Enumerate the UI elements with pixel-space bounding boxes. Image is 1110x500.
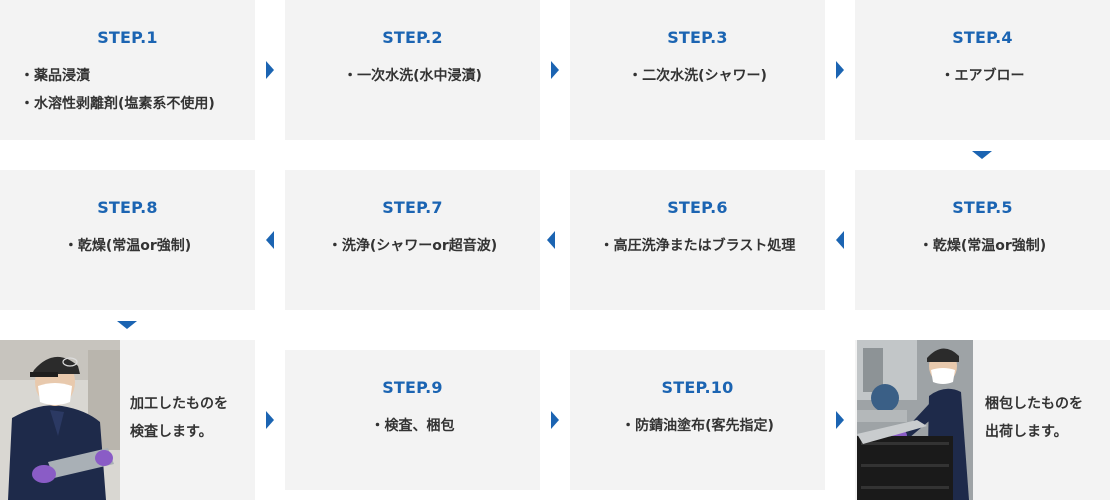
step-title: STEP.9 — [382, 378, 443, 397]
inspection-photo — [0, 340, 120, 500]
arrow-down-icon — [117, 321, 137, 329]
arrow-right-icon — [551, 61, 559, 79]
shipping-photo-image — [857, 340, 973, 500]
step-line: ・検査、梱包 — [370, 418, 455, 434]
caption-line: 出荷します。 — [985, 424, 1068, 440]
step-4-card: STEP.4 ・エアブロー — [855, 0, 1110, 140]
step-description: ・乾燥(常温or強制) — [0, 232, 255, 260]
shipping-caption: 梱包したものを 出荷します。 — [985, 390, 1105, 446]
inspection-photo-image — [0, 340, 120, 500]
step-description: ・一次水洗(水中浸漬) — [285, 62, 540, 90]
step-description: ・検査、梱包 — [285, 412, 540, 440]
step-3-card: STEP.3 ・二次水洗(シャワー) — [570, 0, 825, 140]
step-line: ・エアブロー — [940, 68, 1025, 84]
arrow-left-icon — [836, 231, 844, 249]
arrow-right-icon — [266, 411, 274, 429]
step-title: STEP.2 — [382, 28, 443, 47]
step-title: STEP.6 — [667, 198, 728, 217]
step-description: ・二次水洗(シャワー) — [570, 62, 825, 90]
arrow-left-icon — [266, 231, 274, 249]
step-9-card: STEP.9 ・検査、梱包 — [285, 350, 540, 490]
step-5-card: STEP.5 ・乾燥(常温or強制) — [855, 170, 1110, 310]
step-1-card: STEP.1 ・薬品浸漬 ・水溶性剥離剤(塩素系不使用) — [0, 0, 255, 140]
step-title: STEP.1 — [97, 28, 158, 47]
step-title: STEP.8 — [97, 198, 158, 217]
step-line: ・高圧洗浄またはブラスト処理 — [599, 238, 796, 254]
arrow-right-icon — [836, 61, 844, 79]
step-6-card: STEP.6 ・高圧洗浄またはブラスト処理 — [570, 170, 825, 310]
step-line: ・洗浄(シャワーor超音波) — [327, 238, 498, 254]
arrow-right-icon — [836, 411, 844, 429]
step-title: STEP.4 — [952, 28, 1013, 47]
arrow-left-icon — [547, 231, 555, 249]
step-line: ・乾燥(常温or強制) — [63, 238, 192, 254]
step-10-card: STEP.10 ・防錆油塗布(客先指定) — [570, 350, 825, 490]
step-7-card: STEP.7 ・洗浄(シャワーor超音波) — [285, 170, 540, 310]
step-line: ・水溶性剥離剤(塩素系不使用) — [20, 96, 215, 112]
step-description: ・乾燥(常温or強制) — [855, 232, 1110, 260]
step-description: ・エアブロー — [855, 62, 1110, 90]
shipping-card: 梱包したものを 出荷します。 — [855, 340, 1110, 500]
step-title: STEP.5 — [952, 198, 1013, 217]
step-title: STEP.7 — [382, 198, 443, 217]
step-line: ・薬品浸漬 — [20, 68, 90, 84]
caption-line: 検査します。 — [130, 424, 213, 440]
shipping-photo — [857, 340, 973, 500]
step-title: STEP.10 — [661, 378, 734, 397]
step-description: ・高圧洗浄またはブラスト処理 — [570, 232, 825, 260]
step-line: ・乾燥(常温or強制) — [918, 238, 1047, 254]
step-line: ・防錆油塗布(客先指定) — [621, 418, 774, 434]
step-description: ・防錆油塗布(客先指定) — [570, 412, 825, 440]
step-8-card: STEP.8 ・乾燥(常温or強制) — [0, 170, 255, 310]
caption-line: 加工したものを — [130, 396, 228, 412]
step-line: ・一次水洗(水中浸漬) — [343, 68, 482, 84]
inspection-caption: 加工したものを 検査します。 — [130, 390, 250, 446]
arrow-down-icon — [972, 151, 992, 159]
arrow-right-icon — [266, 61, 274, 79]
arrow-right-icon — [551, 411, 559, 429]
inspection-card: 加工したものを 検査します。 — [0, 340, 255, 500]
step-2-card: STEP.2 ・一次水洗(水中浸漬) — [285, 0, 540, 140]
step-title: STEP.3 — [667, 28, 728, 47]
step-description: ・洗浄(シャワーor超音波) — [285, 232, 540, 260]
step-description: ・薬品浸漬 ・水溶性剥離剤(塩素系不使用) — [0, 62, 255, 118]
caption-line: 梱包したものを — [985, 396, 1083, 412]
step-line: ・二次水洗(シャワー) — [628, 68, 767, 84]
